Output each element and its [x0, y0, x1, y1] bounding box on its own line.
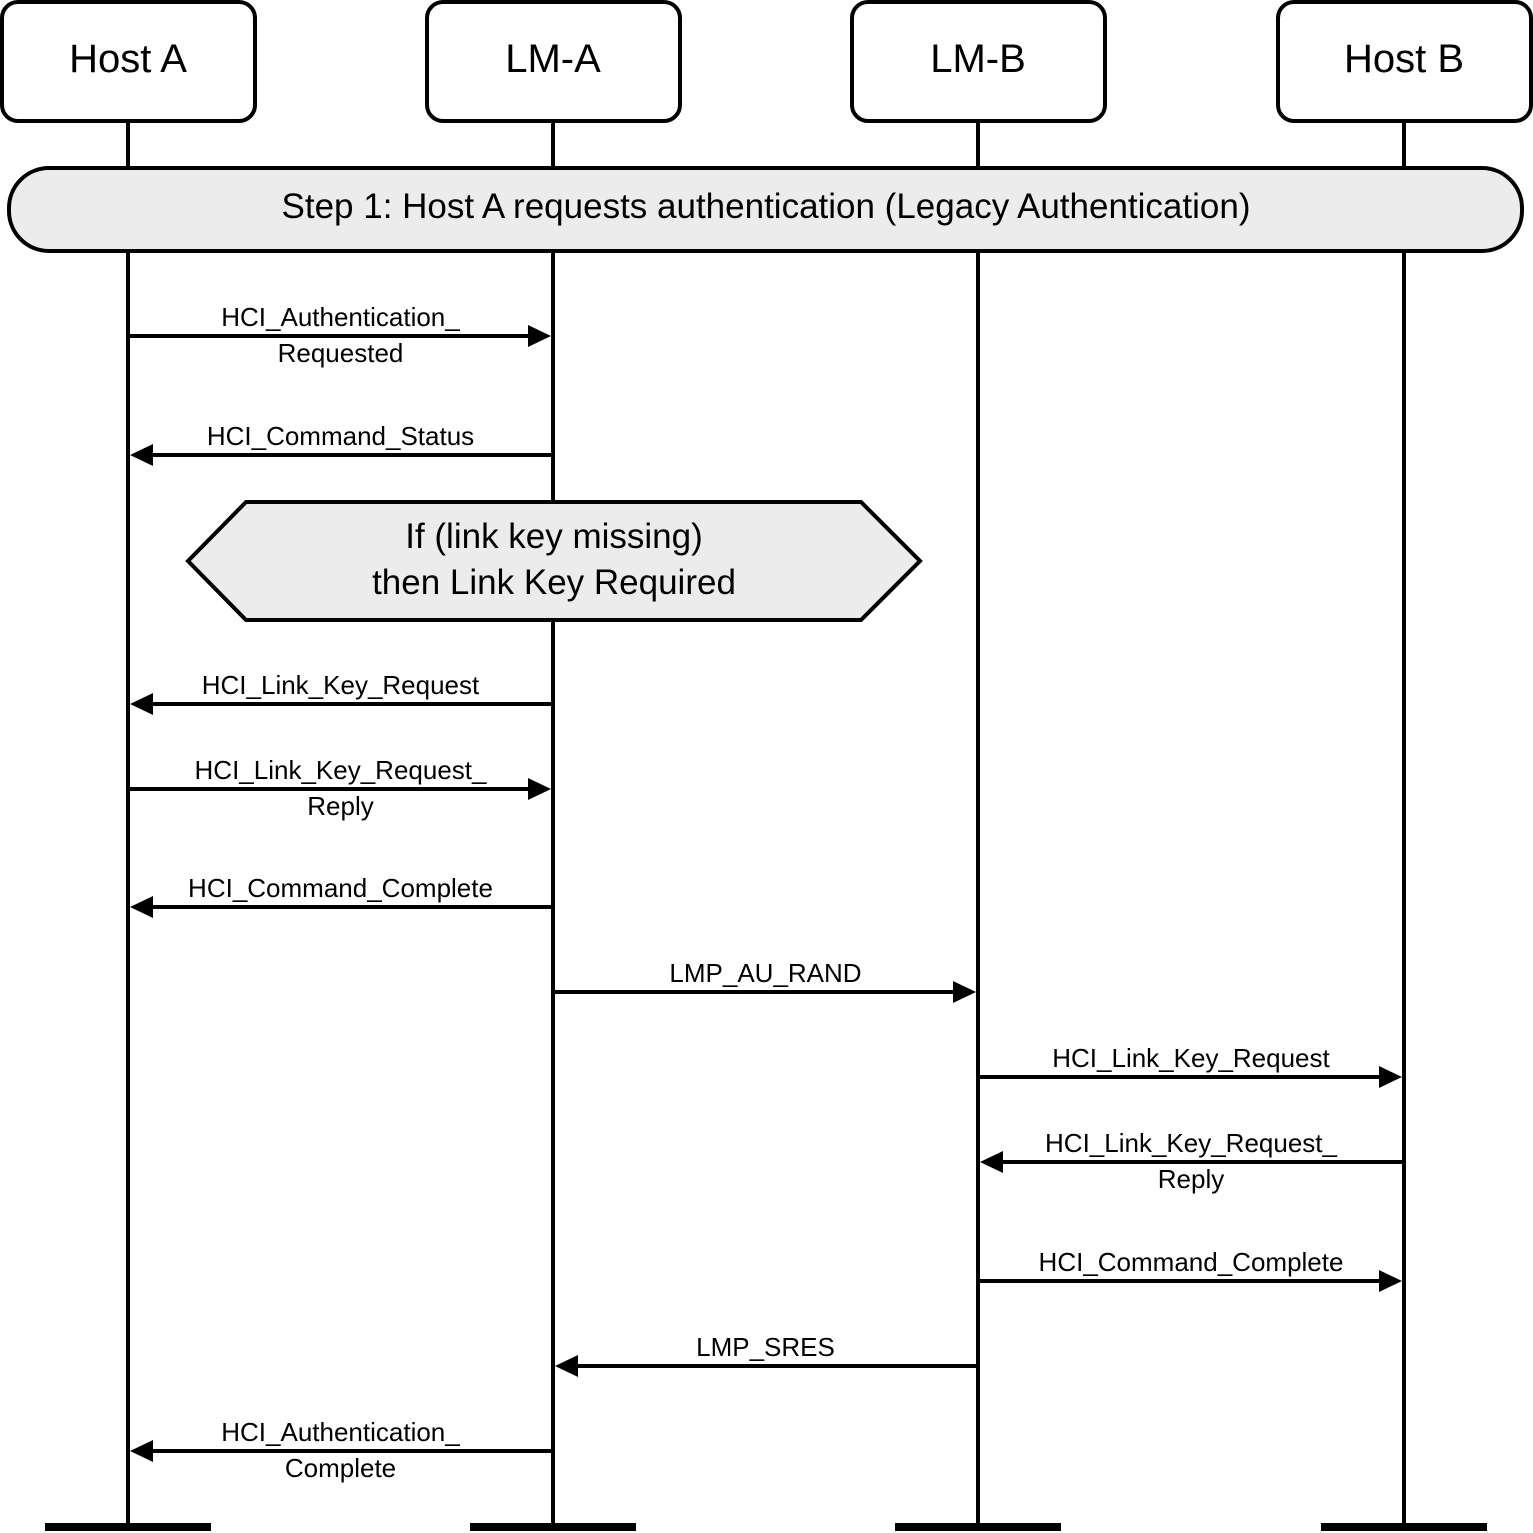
step-label: Step 1: Host A requests authentication (… — [282, 187, 1251, 226]
arrowhead-icon — [528, 778, 551, 800]
message-label: Requested — [278, 338, 404, 368]
message-label: HCI_Command_Complete — [188, 873, 493, 903]
participant-box: Host B — [1276, 0, 1533, 123]
participant-box: LM-A — [425, 0, 682, 123]
message-label: LMP_SRES — [696, 1332, 835, 1362]
message-label: LMP_AU_RAND — [669, 958, 861, 988]
condition-line-2: then Link Key Required — [372, 563, 736, 602]
participant-box: LM-B — [850, 0, 1107, 123]
participant-name: LM-A — [505, 37, 601, 81]
condition-line-1: If (link key missing) — [405, 517, 703, 556]
arrowhead-icon — [980, 1151, 1003, 1173]
arrowhead-icon — [130, 693, 153, 715]
condition-box: If (link key missing) then Link Key Requ… — [185, 500, 923, 622]
message: HCI_Link_Key_Request_ Reply — [980, 1128, 1404, 1194]
message: HCI_Link_Key_Request_ Reply — [128, 755, 551, 821]
message: LMP_AU_RAND — [553, 958, 976, 1003]
message: HCI_Command_Complete — [130, 873, 553, 918]
message: HCI_Link_Key_Request — [978, 1043, 1402, 1088]
arrowhead-icon — [130, 444, 153, 466]
arrowhead-icon — [1379, 1066, 1402, 1088]
message-label: HCI_Link_Key_Request — [1052, 1043, 1330, 1073]
message: LMP_SRES — [555, 1332, 978, 1377]
arrowhead-icon — [130, 1440, 153, 1462]
participant-name: Host A — [69, 37, 187, 81]
participant-name: LM-B — [930, 37, 1026, 81]
message: HCI_Command_Complete — [978, 1247, 1402, 1292]
participant-name: Host B — [1344, 37, 1464, 81]
arrowhead-icon — [528, 325, 551, 347]
message: HCI_Authentication_ Requested — [128, 302, 551, 368]
message-label: HCI_Command_Status — [207, 421, 474, 451]
message-label: HCI_Link_Key_Request — [202, 670, 480, 700]
message-label: HCI_Command_Complete — [1039, 1247, 1344, 1277]
message-label: HCI_Link_Key_Request_ — [195, 755, 487, 785]
message-label: Complete — [285, 1453, 396, 1483]
arrowhead-icon — [1379, 1270, 1402, 1292]
message-label: Reply — [1158, 1164, 1224, 1194]
message: HCI_Link_Key_Request — [130, 670, 553, 715]
message-label: HCI_Authentication_ — [221, 302, 460, 332]
participant-box: Host A — [0, 0, 257, 123]
message-label: Reply — [307, 791, 373, 821]
step-bar: Step 1: Host A requests authentication (… — [7, 166, 1524, 253]
arrowhead-icon — [130, 896, 153, 918]
message-label: HCI_Link_Key_Request_ — [1045, 1128, 1337, 1158]
arrowhead-icon — [555, 1355, 578, 1377]
message: HCI_Authentication_ Complete — [130, 1417, 553, 1483]
message-label: HCI_Authentication_ — [221, 1417, 460, 1447]
message: HCI_Command_Status — [130, 421, 553, 466]
arrowhead-icon — [953, 981, 976, 1003]
